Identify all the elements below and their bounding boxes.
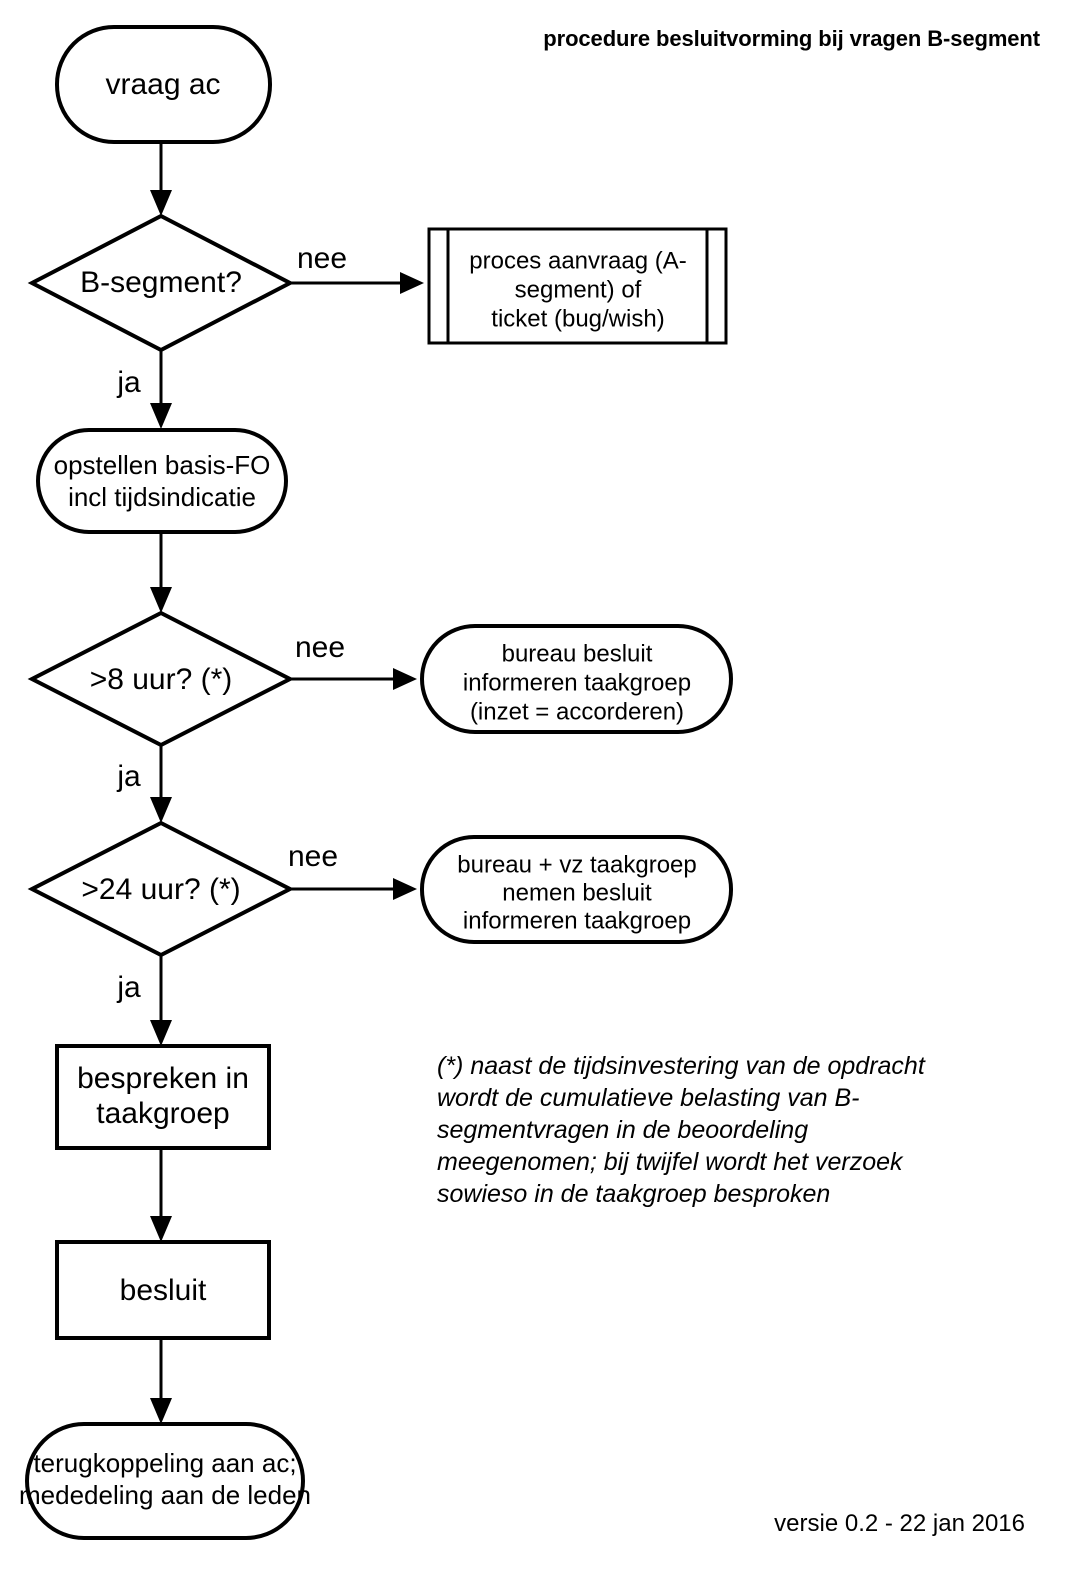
node-proces-aanvraag-line2: segment) of [515,276,642,303]
node-bureau-vz-line3: informeren taakgroep [463,907,691,934]
connector-bsegment-nee-to-proces [290,272,424,294]
node-decision-8uur-label: >8 uur? (*) [90,663,233,696]
node-decision-bsegment-label: B-segment? [80,266,242,299]
footnote-line-5: sowieso in de taakgroep besproken [437,1180,831,1208]
connector-24uur-ja-to-bespreken [150,955,172,1046]
node-bespreken-taakgroep[interactable]: bespreken in taakgroep [55,1044,271,1150]
node-decision-24uur-label: >24 uur? (*) [81,873,240,906]
node-bespreken-line2: taakgroep [96,1097,229,1130]
node-terugkoppeling-line2: mededeling aan de leden [19,1480,311,1510]
node-bureau-besluit-line3: (inzet = accorderen) [470,698,684,725]
page-title: procedure besluitvorming bij vragen B-se… [543,26,1040,51]
connector-bespreken-to-besluit [150,1148,172,1242]
connector-8uur-ja-to-24uur [150,745,172,823]
node-opstellen-fo[interactable]: opstellen basis-FO incl tijdsindicatie [36,428,288,534]
node-opstellen-fo-line1: opstellen basis-FO [54,450,271,480]
node-proces-aanvraag[interactable]: proces aanvraag (A- segment) of ticket (… [427,227,728,345]
connector-start-to-bsegment [150,142,172,216]
connector-24uur-nee-to-bureau-vz [290,878,417,900]
node-terugkoppeling[interactable]: terugkoppeling aan ac; mededeling aan de… [19,1422,311,1540]
footnote-line-4: meegenomen; bij twijfel wordt het verzoe… [437,1148,903,1176]
node-decision-bsegment[interactable]: B-segment? [27,213,295,353]
connector-8uur-nee-to-bureau [290,668,417,690]
edge-label-24uur-nee: nee [288,840,338,873]
node-proces-aanvraag-line3: ticket (bug/wish) [491,305,664,332]
edge-label-8uur-ja: ja [116,760,141,793]
node-bureau-vz-line2: nemen besluit [502,879,652,906]
node-bureau-vz-line1: bureau + vz taakgroep [457,851,697,878]
edge-label-bsegment-nee: nee [297,242,347,275]
node-start[interactable]: vraag ac [55,25,272,144]
edge-label-8uur-nee: nee [295,631,345,664]
node-bureau-besluit-line2: informeren taakgroep [463,669,691,696]
footnote-line-3: segmentvragen in de beoordeling [437,1116,809,1144]
node-bureau-besluit-line1: bureau besluit [502,640,653,667]
node-besluit-label: besluit [120,1274,207,1307]
node-bureau-besluit[interactable]: bureau besluit informeren taakgroep (inz… [420,624,733,734]
footnote-line-2: wordt de cumulatieve belasting van B- [437,1084,860,1112]
node-bureau-vz-taakgroep[interactable]: bureau + vz taakgroep nemen besluit info… [420,835,733,944]
node-besluit[interactable]: besluit [55,1240,271,1340]
node-decision-24uur[interactable]: >24 uur? (*) [27,820,295,958]
edge-label-24uur-ja: ja [116,971,141,1004]
connector-besluit-to-terugkoppeling [150,1338,172,1424]
connector-bsegment-ja-to-opstellen [150,350,172,429]
edge-label-bsegment-ja: ja [116,366,141,399]
node-opstellen-fo-line2: incl tijdsindicatie [68,482,256,512]
node-terugkoppeling-line1: terugkoppeling aan ac; [33,1448,296,1478]
node-bespreken-line1: bespreken in [77,1062,249,1095]
footnote-line-1: (*) naast de tijdsinvestering van de opd… [437,1052,925,1080]
node-decision-8uur[interactable]: >8 uur? (*) [27,610,295,748]
footnote-text: (*) naast de tijdsinvestering van de opd… [437,1050,957,1210]
version-label: versie 0.2 - 22 jan 2016 [774,1510,1025,1537]
node-proces-aanvraag-line1: proces aanvraag (A- [469,247,686,274]
node-start-label: vraag ac [105,68,220,101]
connector-opstellen-to-8uur [150,532,172,613]
